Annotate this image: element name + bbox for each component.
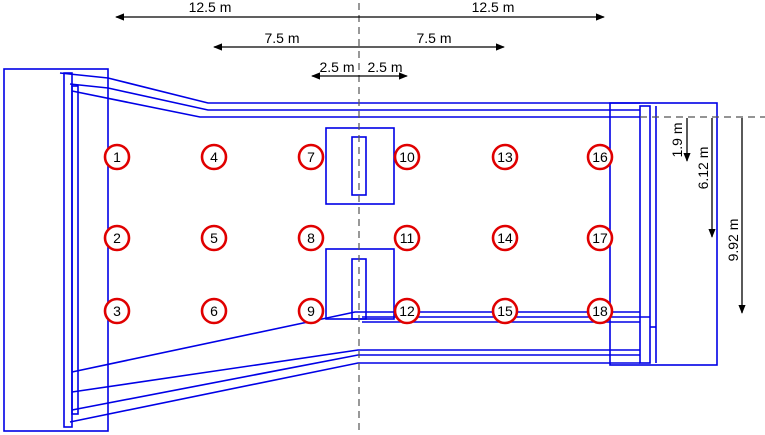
point-14: 14 [491,224,519,252]
point-15-label: 15 [497,303,513,319]
outlet-block [609,102,718,366]
dim-label-7-5-left: 7.5 m [264,30,299,46]
point-12: 12 [393,297,421,325]
point-4-label: 4 [210,149,218,165]
top-wall-outer [59,72,640,104]
point-6-label: 6 [210,303,218,319]
inlet-inner-wall-2 [71,85,79,415]
point-10-label: 10 [399,149,415,165]
bottom-wall-inner-2 [71,349,640,393]
dim-label-12-5-right: 12.5 m [472,0,515,15]
point-12-label: 12 [399,303,415,319]
point-8-label: 8 [307,230,315,246]
bottom-wall-outer [69,362,640,423]
point-16-label: 16 [592,149,608,165]
dim-label-2-5-left: 2.5 m [319,59,354,75]
point-16: 16 [586,143,614,171]
point-3: 3 [103,297,131,325]
point-7-label: 7 [307,149,315,165]
top-wall-inner [69,83,640,111]
inlet-block [3,68,109,432]
point-18-label: 18 [592,303,608,319]
point-14-label: 14 [497,230,513,246]
point-11: 11 [393,224,421,252]
dim-label-2-5-right: 2.5 m [367,59,402,75]
point-6: 6 [200,297,228,325]
dim-label-7-5-right: 7.5 m [416,30,451,46]
point-9: 9 [297,297,325,325]
dim-label-9-92: 9.92 m [725,219,741,262]
horizontal-dimensions: 12.5 m 12.5 m 7.5 m 7.5 m 2.5 m 2.5 m [115,0,605,80]
outlet-inner-wall [639,105,651,364]
vertical-dimensions: 1.9 m 6.12 m 9.92 m [669,118,746,314]
point-2-label: 2 [113,230,121,246]
bottom-wall-inner [71,354,640,411]
point-9-label: 9 [307,303,315,319]
top-wall-inner-2 [71,90,640,118]
point-18: 18 [586,297,614,325]
point-4: 4 [200,143,228,171]
dim-label-1-9: 1.9 m [669,122,685,157]
inlet-inner-wall [63,72,73,428]
dim-label-6-12: 6.12 m [695,147,711,190]
point-7: 7 [297,143,325,171]
point-15: 15 [491,297,519,325]
point-11-label: 11 [400,230,415,246]
point-1: 1 [103,143,131,171]
point-3-label: 3 [113,303,121,319]
dim-label-12-5-left: 12.5 m [189,0,232,15]
point-13-label: 13 [497,149,513,165]
point-17-label: 17 [592,230,608,246]
point-10: 10 [393,143,421,171]
measurement-points: 1 2 3 4 5 6 7 8 9 10 11 12 13 14 15 16 1… [103,143,614,325]
inclined-wall [71,311,640,373]
basin-outline [3,68,718,432]
point-17: 17 [586,224,614,252]
point-5-label: 5 [210,230,218,246]
point-13: 13 [491,143,519,171]
point-5: 5 [200,224,228,252]
point-2: 2 [103,224,131,252]
point-8: 8 [297,224,325,252]
point-1-label: 1 [113,149,121,165]
upper-pier-box [325,127,395,205]
